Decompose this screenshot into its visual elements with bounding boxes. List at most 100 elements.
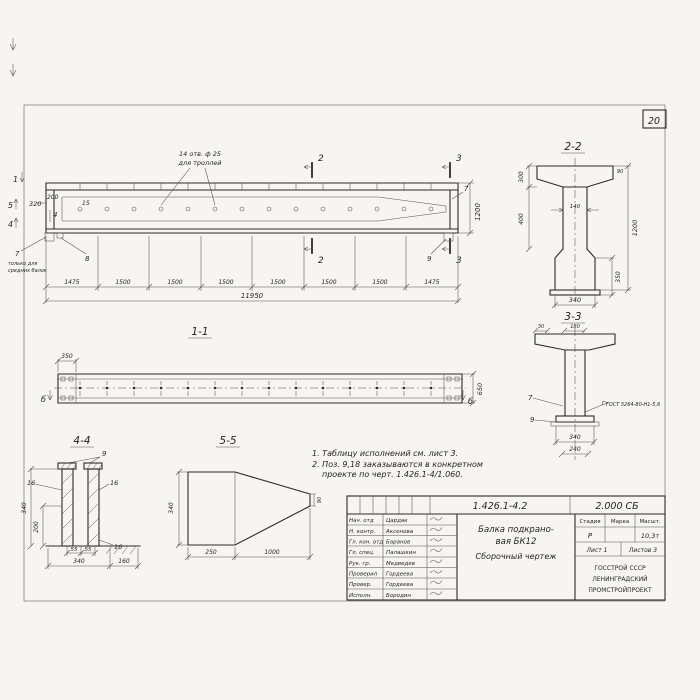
callout-9-right: 9 <box>427 255 432 263</box>
plate-hatch <box>61 472 100 545</box>
holes-note-line2: для троллей <box>177 159 221 167</box>
callout-16-right-leader <box>98 483 110 491</box>
stage-value: Р <box>588 532 593 540</box>
dim-seg-7: 1500 <box>372 279 387 286</box>
plan-holes <box>78 386 433 390</box>
section-1-1-title: 1-1 <box>191 326 208 338</box>
callout-7-right-leader <box>451 191 464 200</box>
dim-300-400-lines <box>525 162 537 253</box>
plan-stiffener-ticks <box>79 381 432 396</box>
right-grid <box>575 514 665 557</box>
sheet-frame: 20 <box>9 38 667 602</box>
section-2-2-title: 2-2 <box>564 141 581 153</box>
dim-30: 30 <box>538 324 544 330</box>
col-scale-header: Масшт. <box>639 519 660 525</box>
dim-340-3-3-lines <box>552 426 598 446</box>
sig-role-3: Гл. спец. <box>349 550 375 556</box>
dim-320: 320 <box>29 200 41 208</box>
marker-2-bottom: 2 <box>318 256 324 266</box>
marker-3-bottom: 3 <box>456 256 462 266</box>
dim-seg-8: 1475 <box>424 279 439 286</box>
dim-90-5-5-lines <box>310 493 316 507</box>
callout-16-right: 16 <box>110 479 118 487</box>
col-stage-header: Стадия <box>579 519 600 525</box>
callout-8: 8 <box>85 255 90 263</box>
dim-250-1000-lines <box>184 508 314 561</box>
dim-55-lines <box>63 546 99 557</box>
dim-90-5-5: 90 <box>317 497 323 503</box>
callout-16-bottom-leader <box>98 539 114 546</box>
sig-role-4: Рук. гр. <box>349 561 371 567</box>
weld-flag <box>584 400 609 413</box>
drawing-title-line2: вая БК12 <box>496 537 537 547</box>
section-5-5: 5-5 340 90 250 1000 <box>168 435 323 561</box>
section-1-1: 1-1 350 650 б б <box>41 326 484 407</box>
callout-7-right: 7 <box>464 185 469 193</box>
mass-value: 10,3т <box>641 532 659 540</box>
marker-5-arrow <box>13 198 19 209</box>
trolley-holes <box>77 206 434 212</box>
callout-7-3-3-leader <box>532 397 564 407</box>
support-detail-left-a <box>44 232 55 242</box>
note-line-3: проекте по черт. 1.426.1-4/1.060. <box>322 470 463 479</box>
callout-7-3-3: 7 <box>528 394 533 402</box>
org-line-3: ПРОМСТРОЙПРОЕКТ <box>588 587 652 594</box>
callout-9-4-4-leaders <box>67 456 101 464</box>
dim-350: 350 <box>61 353 73 360</box>
support-detail-right <box>443 232 454 242</box>
dim-340-160-lines <box>44 548 142 570</box>
sig-name-6: Гордеева <box>386 582 414 588</box>
plan-inner-lines <box>58 374 462 403</box>
dim-200-v: 200 <box>33 521 40 533</box>
anchor-squares <box>60 376 460 401</box>
margin-centering-marks <box>9 38 17 77</box>
flange-3-3 <box>534 333 616 351</box>
note-left-line1: только для <box>8 261 37 267</box>
section-4-4: 4-4 9 16 16 16 340 200 55 55 340 160 <box>21 435 142 570</box>
notes: 1. Таблицу исполнений см. лист 3. 2. Поз… <box>312 449 483 479</box>
sig-role-7: Исполн. <box>349 593 372 599</box>
dim-350-sec-lines <box>595 254 616 299</box>
dim-seg-1: 1475 <box>64 279 79 286</box>
section-4-4-title: 4-4 <box>73 435 90 447</box>
title-block-border <box>346 495 666 601</box>
callout-8-leader <box>60 237 87 255</box>
sig-name-0: Цардак <box>386 518 408 524</box>
dim-200: 200 <box>47 194 59 201</box>
section-2-2: 2-2 300 400 140 90 1200 350 340 <box>518 141 639 309</box>
sig-name-3: Палашкин <box>386 550 416 556</box>
section-3-3: 3-3 30 180 7 9 ГОСТ 5264-80-Н1-5,6 340 2… <box>528 311 660 460</box>
dim-seg-6: 1500 <box>321 279 336 286</box>
dim-seg-2: 1500 <box>115 279 130 286</box>
sig-name-2: Баранов <box>386 540 410 546</box>
holes-note-line1: 14 отв. ф 25 <box>179 150 221 158</box>
top-dims-3-3-lines <box>532 327 588 334</box>
callout-7-left: 7 <box>15 250 20 258</box>
marker-b-left: б <box>41 395 46 404</box>
marker-2-top: 2 <box>318 154 324 164</box>
drawing-title-line1: Балка подкрано- <box>478 525 554 535</box>
title-block-top-columns <box>359 496 571 514</box>
dim-340-v: 340 <box>21 502 28 514</box>
beam-inner-channel <box>61 196 447 222</box>
dim-1200: 1200 <box>474 203 482 221</box>
sig-name-1: Аксенова <box>385 529 414 535</box>
holes-leader <box>160 167 216 206</box>
dim-160: 160 <box>118 558 130 565</box>
sig-name-7: Бородин <box>386 593 411 599</box>
callout-9-4-4: 9 <box>102 450 107 458</box>
dim-seg-3: 1500 <box>167 279 182 286</box>
note-line-2: 2. Поз. 9,18 заказываются в конкретном <box>312 460 483 469</box>
marker-b-right: б <box>468 397 473 406</box>
dim-400: 400 <box>518 213 525 225</box>
top-bar-hatch <box>60 462 103 470</box>
sheets-total: Листов 3 <box>628 547 657 554</box>
sig-name-5: Гордеева <box>386 572 414 578</box>
sig-role-6: Провер. <box>349 582 372 588</box>
col-mark-header: Марка <box>611 519 629 525</box>
callout-9-3-3-leader <box>534 419 557 423</box>
sig-name-4: Медведев <box>386 561 415 567</box>
marker-4b: 4 <box>53 211 57 219</box>
dim-340-sec: 340 <box>569 296 581 304</box>
marker-3-top: 3 <box>456 154 462 164</box>
